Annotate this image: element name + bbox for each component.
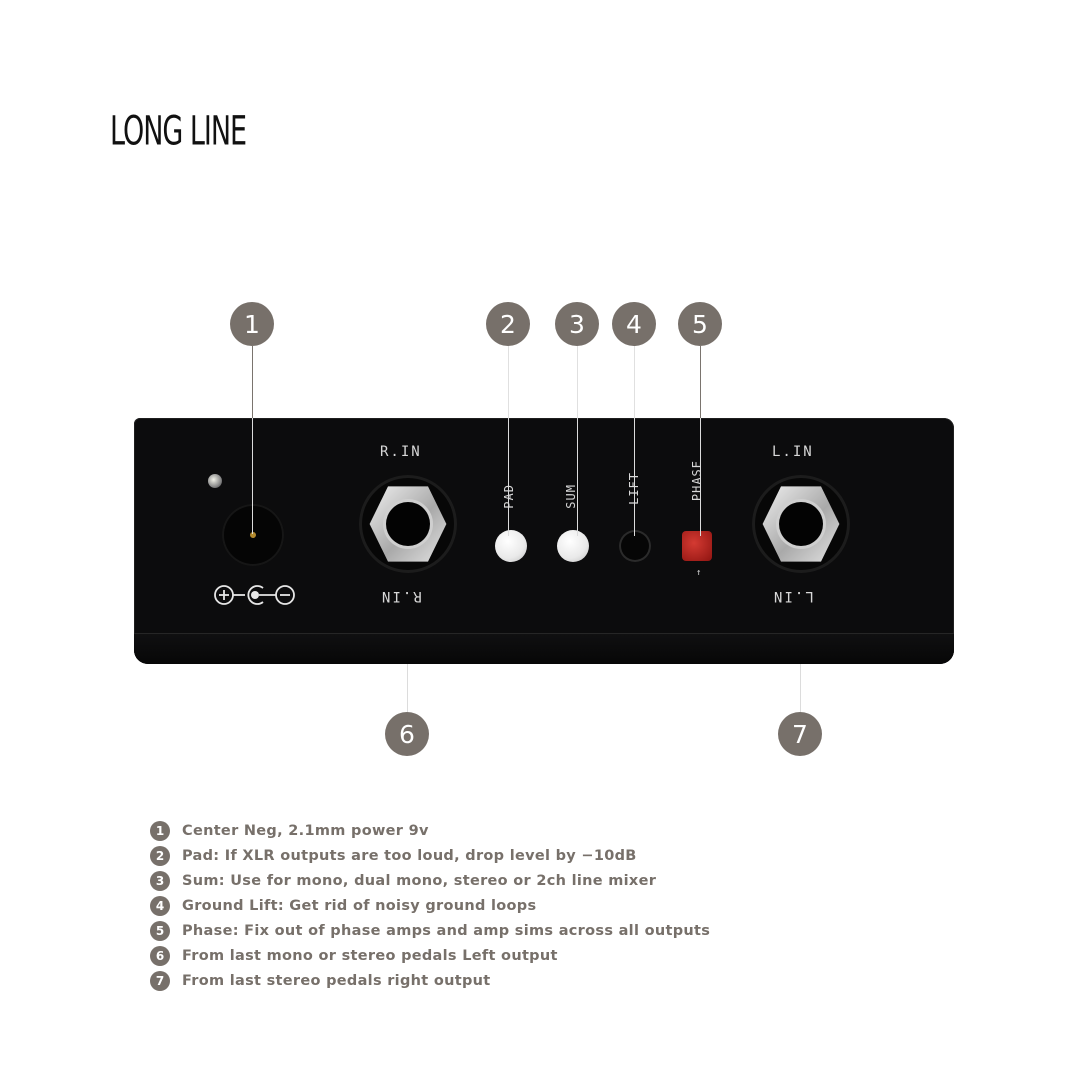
sum-button[interactable] [557,530,589,562]
legend-text: Phase: Fix out of phase amps and amp sim… [182,922,711,939]
legend-number: 5 [150,920,170,941]
legend-number: 2 [150,845,170,866]
legend-text: Sum: Use for mono, dual mono, stereo or … [182,872,657,889]
legend-item-2: 2 Pad: If XLR outputs are too loud, drop… [150,843,710,868]
pedal-enclosure: R.IN R.IN PAD SUM LIFT PHASE ↑ L.IN L.IN [134,418,954,664]
legend-number: 1 [150,820,170,841]
callout-1: 1 [230,302,274,346]
phase-indicator: ↑ [696,568,702,578]
legend-number: 6 [150,945,170,966]
sum-label: SUM [564,484,578,509]
legend-item-1: 1 Center Neg, 2.1mm power 9v [150,818,710,843]
callout-3: 3 [555,302,599,346]
dc-center-pin [250,532,256,538]
phase-label: PHASE [690,460,704,502]
legend-number: 4 [150,895,170,916]
power-led [208,474,222,488]
polarity-symbol-icon [214,585,295,605]
legend-text: Ground Lift: Get rid of noisy ground loo… [182,897,537,914]
enclosure-lip [134,633,954,664]
callout-2: 2 [486,302,530,346]
callout-7: 7 [778,712,822,756]
legend-item-5: 5 Phase: Fix out of phase amps and amp s… [150,918,710,943]
dc-power-jack[interactable] [222,504,284,566]
leader-line-3-over [577,418,578,536]
legend-item-7: 7 From last stereo pedals right output [150,968,710,993]
legend-text: Pad: If XLR outputs are too loud, drop l… [182,847,637,864]
left-input-label-top: L.IN [772,444,814,460]
left-input-label-bottom: L.IN [772,588,814,604]
legend-text: From last stereo pedals right output [182,972,491,989]
right-jack-socket [386,502,430,546]
legend-number: 7 [150,970,170,991]
left-input-jack[interactable] [752,475,850,573]
right-input-label-top: R.IN [380,444,422,460]
phase-button[interactable] [682,531,712,561]
legend-text: Center Neg, 2.1mm power 9v [182,822,429,839]
callout-4: 4 [612,302,656,346]
brand-logo: LONG LINE [110,108,247,156]
callout-6: 6 [385,712,429,756]
legend-item-6: 6 From last mono or stereo pedals Left o… [150,943,710,968]
lift-button[interactable] [619,530,651,562]
legend-number: 3 [150,870,170,891]
legend: 1 Center Neg, 2.1mm power 9v 2 Pad: If X… [150,818,710,993]
right-input-jack[interactable] [359,475,457,573]
pad-label: PAD [502,484,516,509]
pad-button[interactable] [495,530,527,562]
right-input-label-bottom: R.IN [380,588,422,604]
legend-text: From last mono or stereo pedals Left out… [182,947,558,964]
legend-item-4: 4 Ground Lift: Get rid of noisy ground l… [150,893,710,918]
leader-line-5-over [700,418,701,536]
leader-line-1-over [252,418,253,534]
leader-line-4-over [634,418,635,536]
callout-5: 5 [678,302,722,346]
left-jack-socket [779,502,823,546]
leader-line-2-over [508,418,509,536]
legend-item-3: 3 Sum: Use for mono, dual mono, stereo o… [150,868,710,893]
